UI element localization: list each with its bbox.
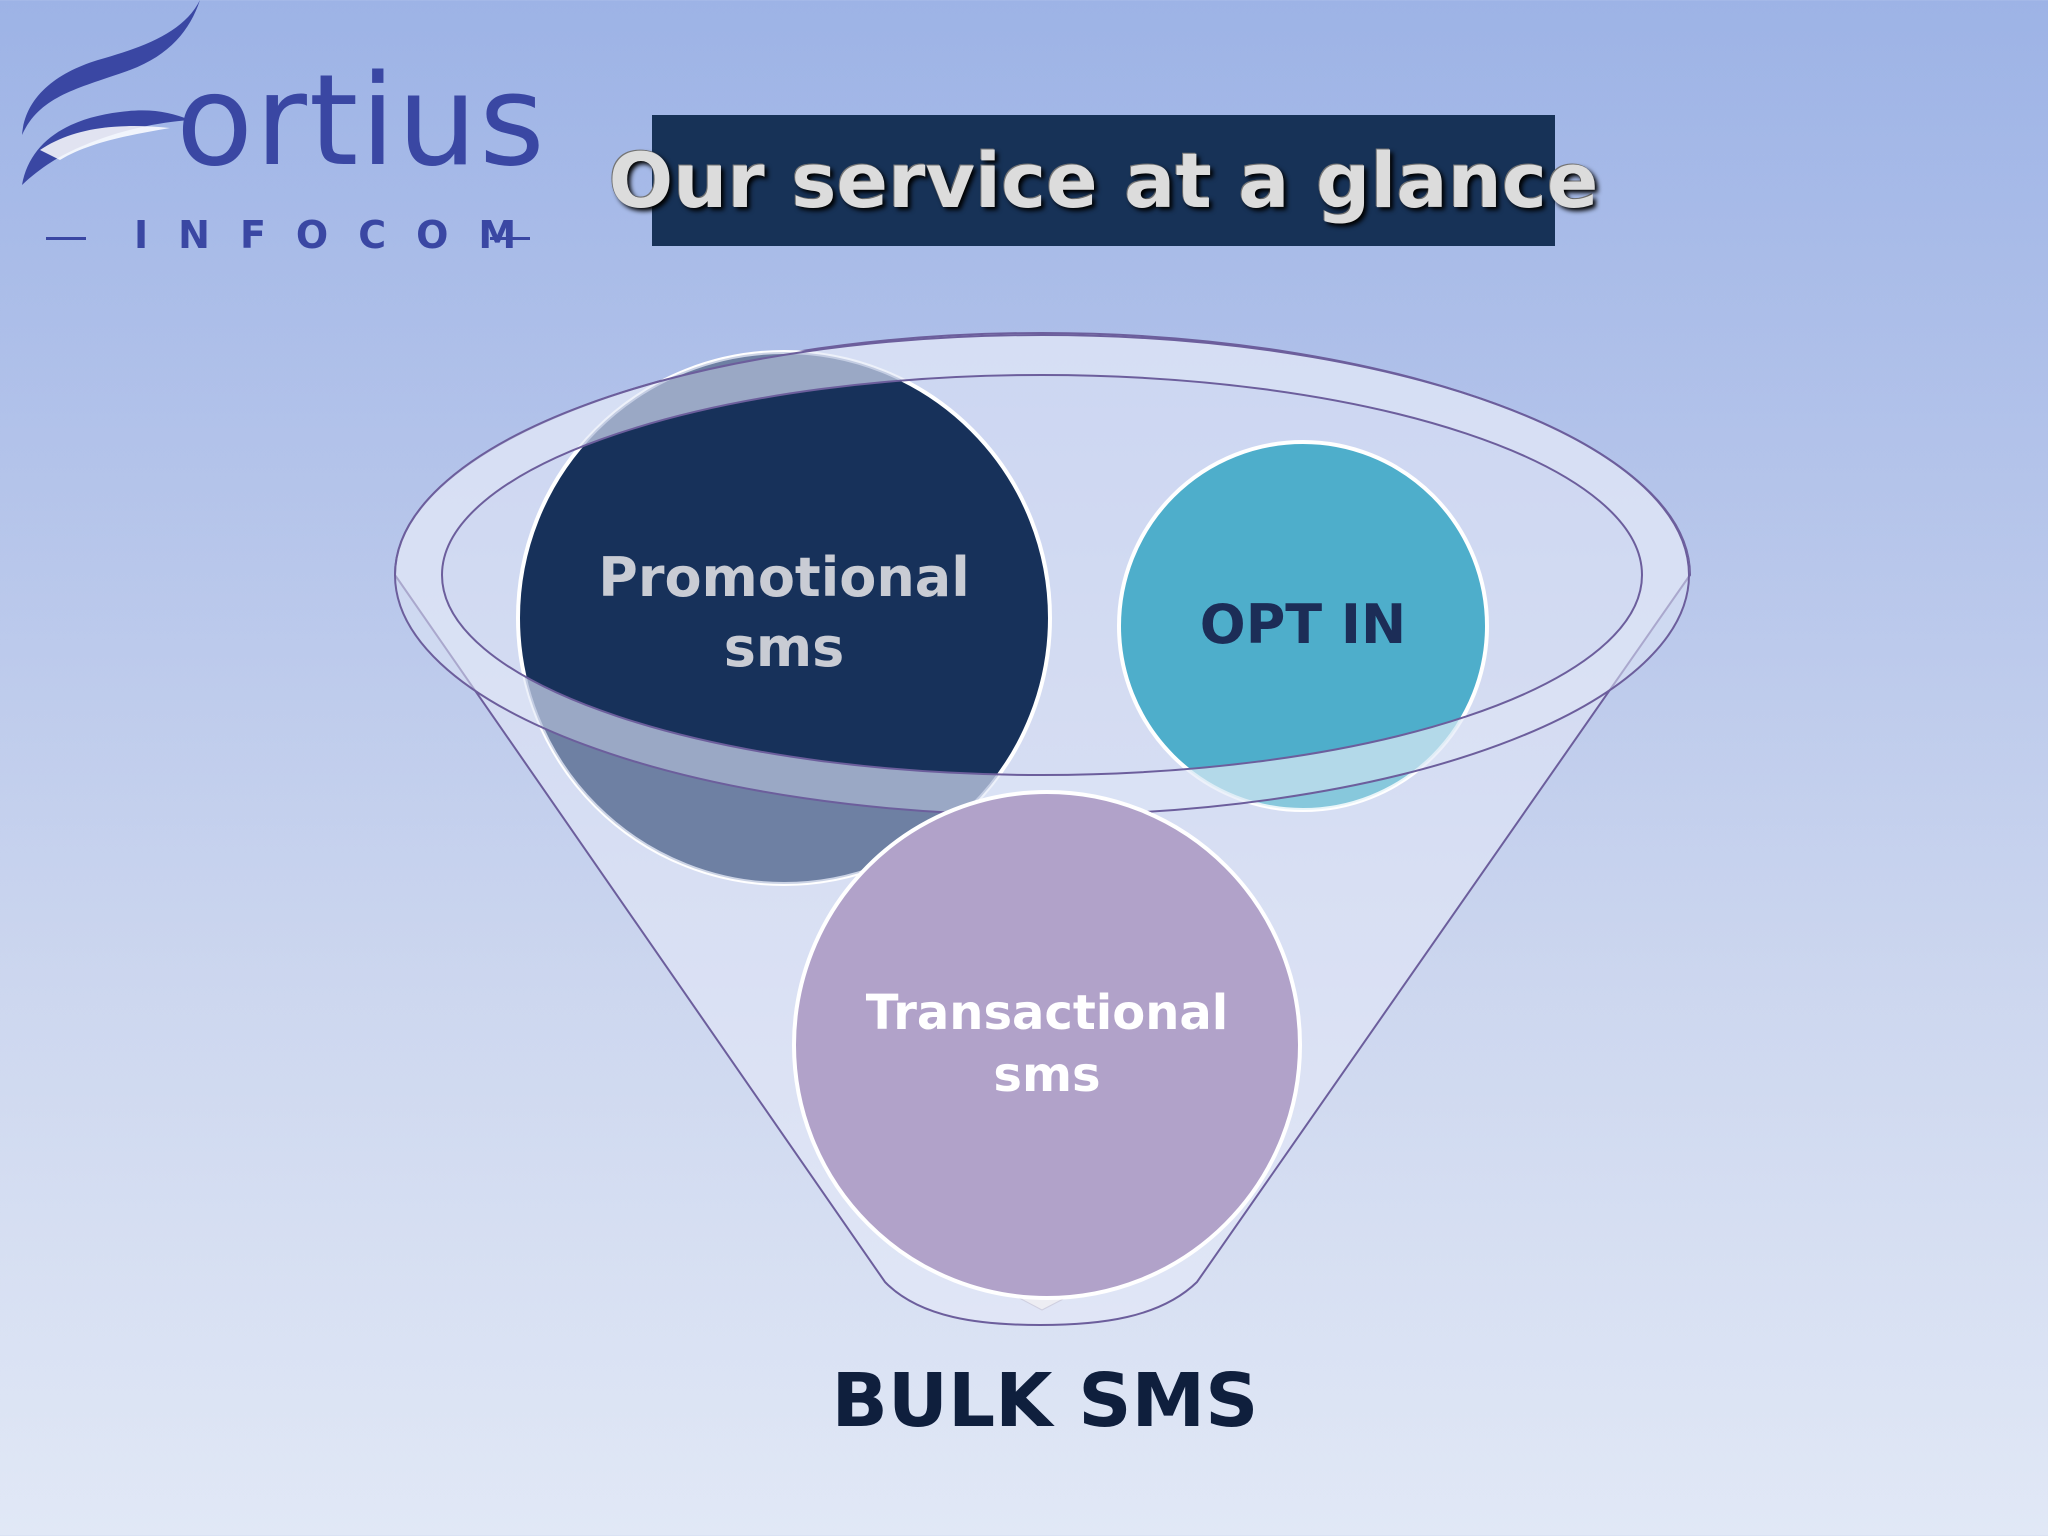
promotional-label-line1: Promotional xyxy=(598,546,970,609)
opt-in-circle xyxy=(1117,440,1489,812)
transactional-circle xyxy=(792,790,1302,1300)
funnel-rim-inner xyxy=(441,374,1643,776)
transactional-label-line2: sms xyxy=(993,1047,1101,1104)
promotional-label: Promotional sms xyxy=(584,543,984,683)
company-logo: ortius INFOCOM xyxy=(0,0,600,270)
logo-wave-icon xyxy=(22,0,200,185)
promotional-label-line2: sms xyxy=(723,616,845,680)
logo-dash-left xyxy=(46,237,86,240)
opt-in-label: OPT IN xyxy=(1199,593,1407,656)
slide-title: Our service at a glance xyxy=(608,136,1599,225)
transactional-label: Transactional sms xyxy=(847,982,1247,1107)
transactional-label-line1: Transactional xyxy=(865,985,1229,1041)
logo-wordmark: ortius xyxy=(176,47,547,194)
logo-tagline: INFOCOM xyxy=(134,213,547,257)
funnel-label: BULK SMS xyxy=(831,1358,1259,1444)
logo-dash-right xyxy=(490,237,530,240)
slide-title-box: Our service at a glance xyxy=(609,115,1598,246)
